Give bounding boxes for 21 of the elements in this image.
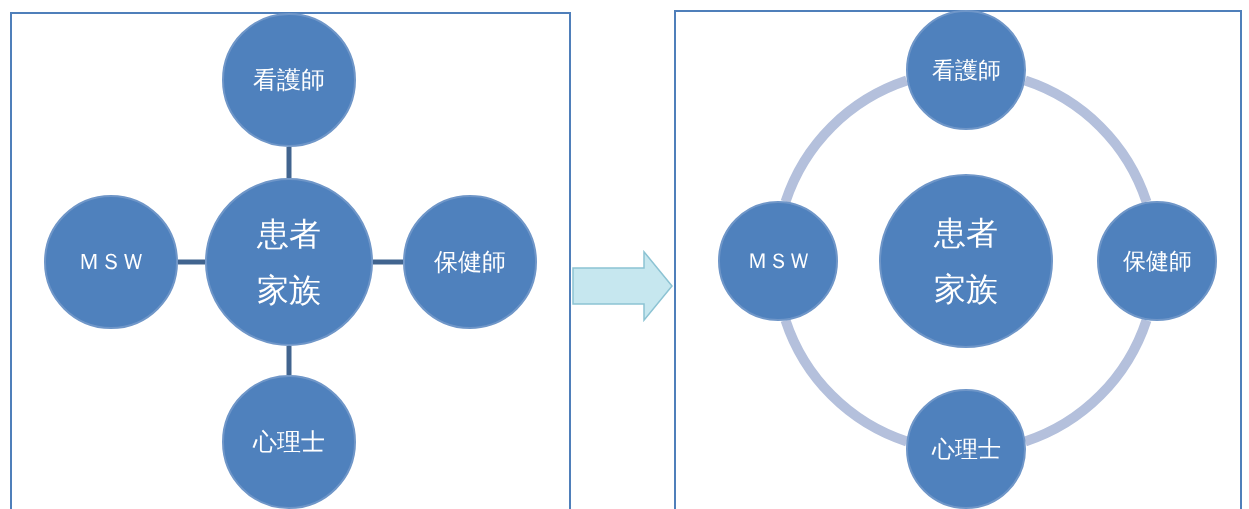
ring-arc: [780, 318, 909, 447]
panel-frame: [674, 10, 1242, 509]
connector-line: [286, 346, 292, 375]
role-circle: 保健師: [403, 195, 537, 329]
role-circle: ＭＳＷ: [44, 195, 178, 329]
ring-arc: [1023, 75, 1152, 204]
role-circle: 患者家族: [205, 178, 373, 346]
role-circle: 患者家族: [879, 174, 1053, 348]
ring-arc: [1023, 318, 1152, 447]
ring-arc: [780, 75, 909, 204]
role-circle: 保健師: [1097, 201, 1217, 321]
role-circle: 看護師: [222, 13, 356, 147]
connector-line: [286, 147, 292, 178]
connector-line: [178, 259, 205, 265]
role-circle: ＭＳＷ: [718, 201, 838, 321]
panel-frame: [10, 12, 571, 509]
role-circle: 看護師: [906, 10, 1026, 130]
role-circle: 心理士: [906, 389, 1026, 509]
block-arrow: [572, 249, 673, 323]
connector-line: [373, 259, 403, 265]
role-circle: 心理士: [222, 375, 356, 509]
